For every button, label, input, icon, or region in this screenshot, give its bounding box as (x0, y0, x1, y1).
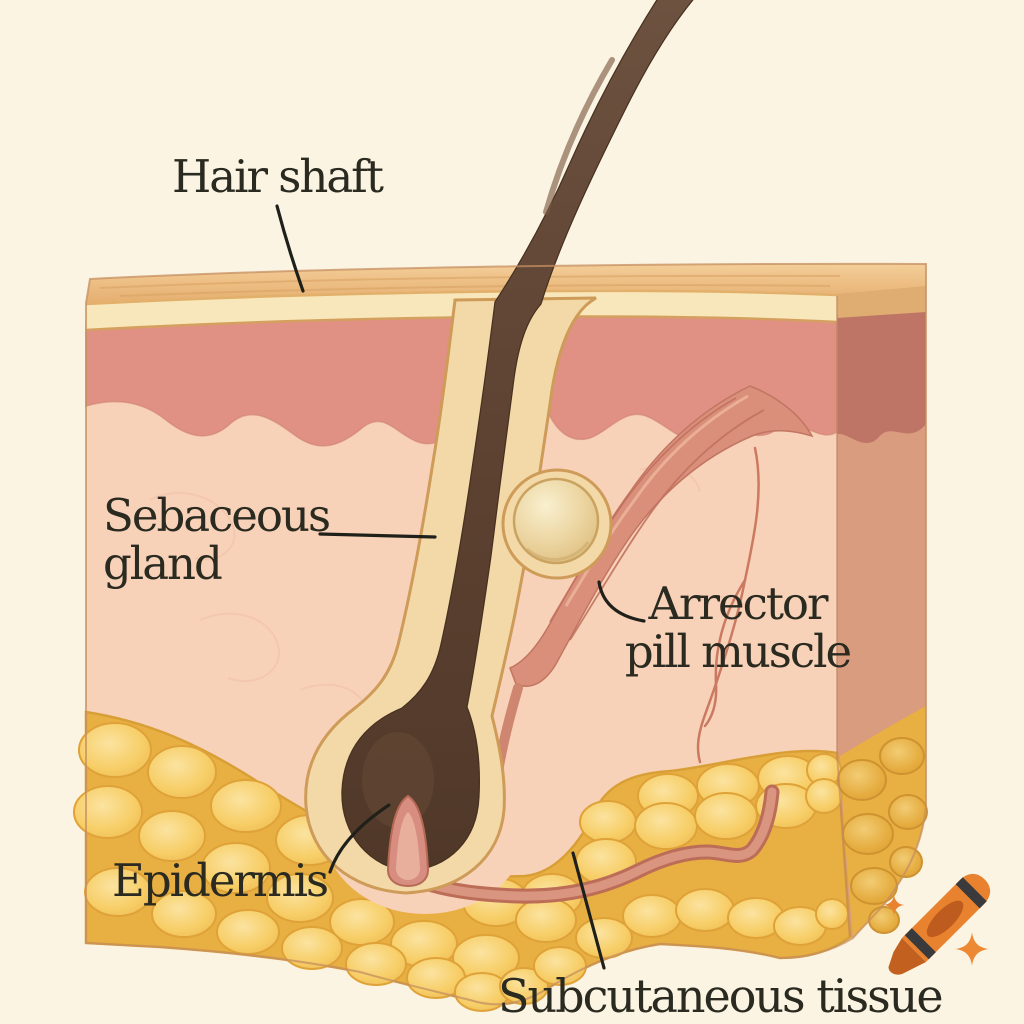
crayon-tip (888, 938, 926, 975)
arrector-pili-label-line2: pill muscle (624, 625, 852, 678)
epidermis-leader-line (328, 803, 391, 874)
sebaceous-gland-leader-line (318, 532, 437, 539)
sebaceous-gland-label: Sebaceous gland (103, 489, 331, 590)
dermal-papilla (386, 794, 430, 888)
hair-shaft-label: Hair shaft (172, 150, 384, 203)
sparkle-icon-large (955, 932, 989, 966)
stratum-corneum-top-line (85, 289, 838, 306)
arrector-pili-leader-line (597, 580, 646, 623)
hair-shaft-label-text: Hair shaft (172, 150, 384, 203)
subcutaneous-tissue-label: Subcutaneous tissue (498, 969, 944, 1023)
crayon-stripe-bottom (904, 928, 936, 960)
crayon-icon (888, 873, 991, 975)
sebaceous-gland (512, 477, 600, 565)
subcutaneous-leader-line (571, 851, 606, 970)
crayon-label-oval (926, 900, 964, 938)
sparkle-icon-small (883, 894, 905, 916)
skin-block (73, 0, 928, 1012)
leader-lines (275, 204, 646, 970)
blood-vessels (696, 446, 760, 764)
skin-block-outline (85, 262, 927, 1006)
hair-shaft-leader-line (275, 204, 305, 293)
subcutaneous-fat-layer (73, 710, 928, 1012)
right-face-surface-strip (837, 286, 926, 320)
crayon-stripe-top (955, 877, 987, 909)
epidermis-label: Epidermis (112, 854, 329, 907)
hair-highlight (543, 57, 615, 215)
arrector-pili-label-line1: Arrector (648, 577, 828, 630)
arrector-pili-label: Arrector pill muscle (615, 580, 860, 676)
right-face-epidermis-band (837, 312, 926, 444)
sebaceous-gland-label-line1: Sebaceous (103, 489, 331, 542)
epidermis-label-text: Epidermis (112, 854, 329, 907)
sebaceous-gland-label-line2: gland (103, 537, 223, 590)
fat-lobules (73, 722, 928, 1012)
sebaceous-gland-shading (525, 541, 590, 561)
skin-block-corner-edge (836, 296, 851, 938)
skin-surface-texture (99, 274, 841, 297)
subcutaneous-tissue-label-text: Subcutaneous tissue (498, 969, 944, 1023)
